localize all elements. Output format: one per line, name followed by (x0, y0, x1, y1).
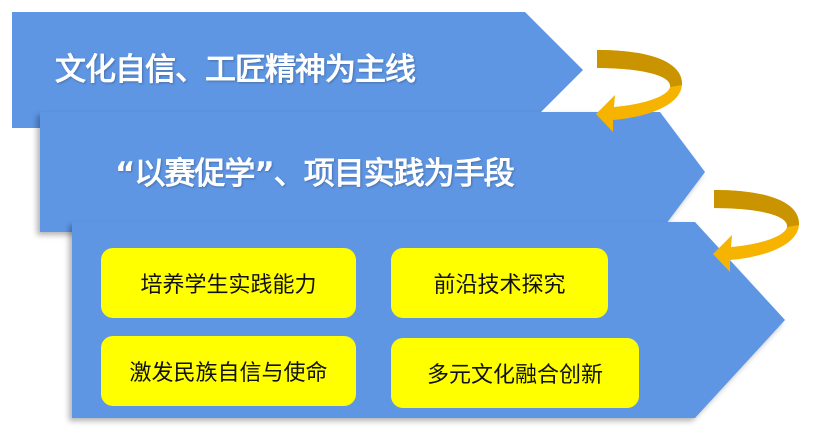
level2-title: “以赛促学”、项目实践为手段 (115, 156, 515, 192)
goal-box: 多元文化融合创新 (391, 338, 639, 408)
level1-title: 文化自信、工匠精神为主线 (55, 52, 416, 88)
goal-box: 激发民族自信与使命 (101, 336, 356, 406)
goal-box: 培养学生实践能力 (101, 248, 356, 318)
curved-arrow-icon (713, 190, 800, 272)
curved-arrow-icon (596, 50, 683, 132)
arrow-shape-level1 (12, 12, 583, 128)
arrow-shape-level2 (40, 112, 705, 232)
goal-box: 前沿技术探究 (391, 248, 608, 318)
